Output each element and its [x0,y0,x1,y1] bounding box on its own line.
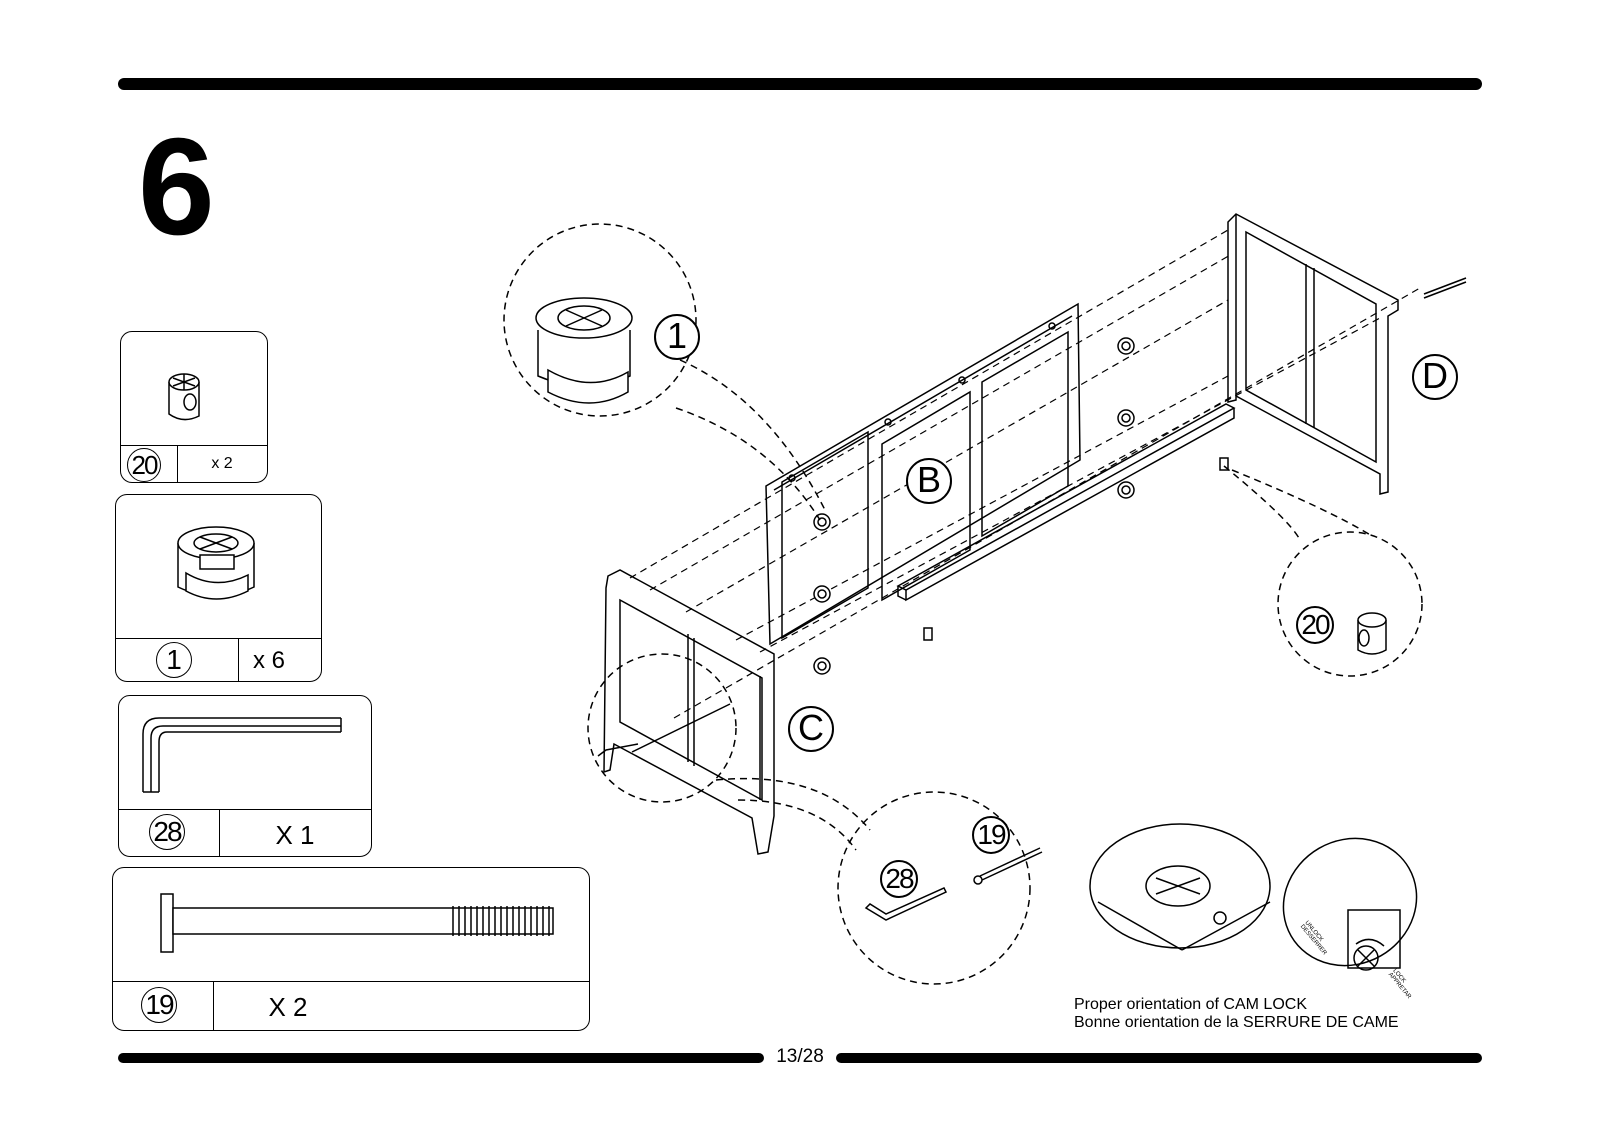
part-card-1: 1 x 6 [115,494,322,682]
callout-dowel: 20 [1296,606,1334,644]
bottom-rail [896,403,1236,602]
top-rule [118,78,1482,90]
cam-rotation-detail [1282,837,1418,971]
part-id-28: 28 [149,814,185,850]
cam-lock-caption-fr: Bonne orientation de la SERRURE DE CAME [1074,1014,1399,1031]
part-card-20: 20 x 2 [120,331,268,483]
page-number: 13/28 [776,1046,824,1067]
lock-label: LOCK APPRETAR [1387,968,1417,1000]
part-id-20: 20 [127,448,161,482]
panel-c [603,569,775,855]
cam-orientation-detail [1089,823,1271,951]
part-qty-28: X 1 [275,820,315,850]
bolt-icon [160,893,554,953]
panel-d [1227,213,1399,495]
part-qty-20: x 2 [211,455,233,472]
callout-cam-lock: 1 [654,314,700,360]
part-id-1: 1 [156,642,192,678]
part-qty-19: X 2 [268,992,308,1022]
callout-bolt: 19 [972,816,1010,854]
cam-lock-caption-en: Proper orientation of CAM LOCK [1074,996,1307,1013]
panel-label-c: C [788,706,834,752]
callout-wrench: 28 [880,860,918,898]
allen-wrench-icon [142,717,342,793]
unlock-label: UNLOCK DESSERRER [1299,920,1332,956]
cam-lock-icon [177,526,255,600]
bottom-rule-right [836,1053,1482,1063]
part-qty-1: x 6 [252,647,285,674]
step-number: 6 [138,110,215,264]
part-card-19: 19 X 2 [112,867,590,1031]
part-id-19: 19 [141,987,177,1023]
panel-label-b: B [906,458,952,504]
panel-label-d: D [1412,354,1458,400]
part-card-28: 28 X 1 [118,695,372,857]
bottom-rule-left [118,1053,764,1063]
dowel-icon [168,373,200,421]
